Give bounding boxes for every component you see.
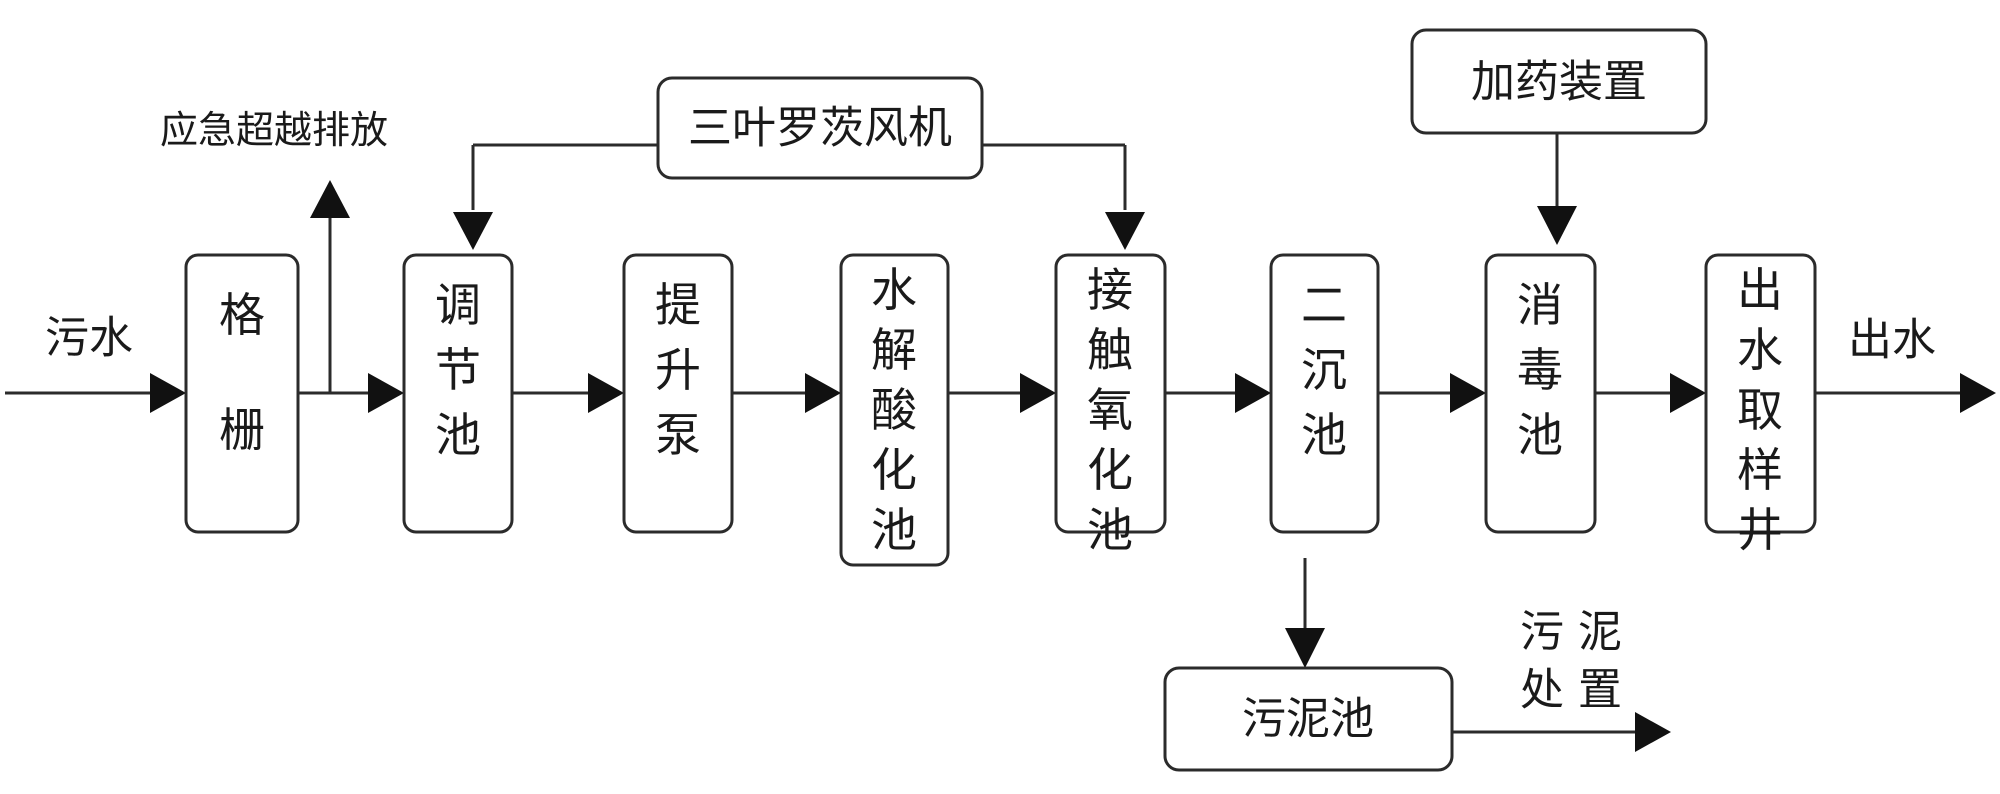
arrow-into-grille [150,373,186,413]
sludge-tank-box: 污泥池 [1163,666,1454,772]
stage-label-char: 升 [655,343,701,397]
stage-label-char: 池 [1301,408,1347,462]
bypass-label: 应急超越排放 [160,108,388,152]
stage-grille [184,253,300,534]
stage-label-char: 池 [435,408,481,462]
stage-label: 二沉池 [1301,278,1347,462]
stage-label-char: 化 [1087,443,1133,497]
stage-label-char: 井 [1737,503,1783,557]
stage-label-char: 泵 [655,408,701,462]
stage-label-char: 酸 [871,383,917,437]
stage-equalization [402,253,514,534]
stage-label-char: 氧 [1087,383,1133,437]
dosing-arrow [1537,206,1577,245]
stage-label: 接触氧化池 [1087,263,1133,557]
bypass-arrow [310,180,350,218]
stage-label-char: 池 [871,503,917,557]
stage-label: 调节池 [435,278,481,462]
stage-label-char: 样 [1737,443,1783,497]
stage-label: 出水取样井 [1737,263,1783,557]
blower-to-oxidation-arrow [1105,212,1145,250]
stage-lift-pump [622,253,734,534]
stage-label-char: 化 [871,443,917,497]
stage-secondary-clarifier [1269,253,1380,534]
stage-label-char: 出 [1737,263,1783,317]
dosing-line [1537,133,1577,245]
dosing-label: 加药装置 [1471,57,1647,108]
arrow-into-lift-pump [588,373,624,413]
outflow-label: 出水 [1848,315,1936,366]
arrow-into-hydrolysis [805,373,841,413]
dosing-box: 加药装置 [1410,28,1708,135]
stage-label-char: 消 [1517,278,1563,332]
arrow-into-contact-oxidation [1020,373,1056,413]
sludge-tank-label: 污泥池 [1242,694,1374,745]
main-flow-arrows [150,373,1996,413]
blower-label: 三叶罗茨风机 [688,103,952,154]
stage-label-char: 提 [655,278,701,332]
bypass-branch [310,180,350,393]
stage-disinfection [1484,253,1597,534]
stage-label-char: 解 [871,323,917,377]
stage-hydrolysis [839,253,950,567]
stage-label-char: 水 [871,263,917,317]
stage-label: 消毒池 [1517,278,1563,462]
sludge-disposal-line-2: 处 置 [1520,665,1622,716]
stage-label-char: 栅 [219,403,265,457]
sludge-lines [1285,558,1671,752]
stage-label-char: 池 [1087,503,1133,557]
stage-label-char: 水 [1737,323,1783,377]
stage-label: 水解酸化池 [871,263,917,557]
stage-label-char: 接 [1087,263,1133,317]
stage-label-char: 沉 [1301,343,1347,397]
blower-lines [453,143,1145,250]
stage-label-char: 取 [1737,383,1783,437]
stage-label-char: 毒 [1517,343,1563,397]
blower-box: 三叶罗茨风机 [656,76,984,180]
inflow-label: 污水 [45,313,133,364]
stage-contact-oxidation [1054,253,1167,534]
sludge-disposal-line-1: 污 泥 [1520,607,1622,658]
stage-label-char: 二 [1301,278,1347,332]
sludge-down-arrow [1285,628,1325,668]
stage-label-char: 池 [1517,408,1563,462]
arrow-into-sampling-well [1670,373,1706,413]
stage-label: 格栅 [219,288,265,457]
blower-to-equalization-arrow [453,212,493,250]
arrow-into-secondary-clarifier [1235,373,1271,413]
stage-label: 提升泵 [655,278,701,462]
stage-label-char: 格 [219,288,265,342]
arrow-outflow [1960,373,1996,413]
stage-label-char: 触 [1087,323,1133,377]
stage-label-char: 节 [435,343,481,397]
stage-label-char: 调 [435,278,481,332]
sludge-disposal-arrow [1635,712,1671,752]
arrow-into-equalization [368,373,404,413]
stage-sampling-well [1704,253,1817,534]
arrow-into-disinfection [1450,373,1486,413]
